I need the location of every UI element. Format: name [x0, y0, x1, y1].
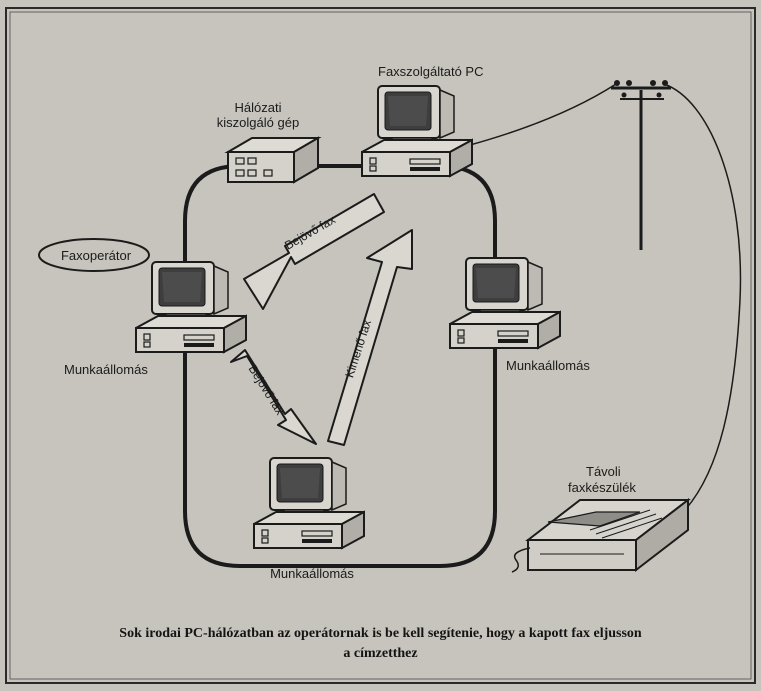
- remote-fax-label-line2: faxkészülék: [568, 480, 636, 495]
- fax-server-label: Faxszolgáltató PC: [378, 64, 484, 79]
- remote-fax-machine: [511, 497, 691, 573]
- outgoing-fax-arrow: Kimenő fax: [327, 229, 413, 446]
- network-server: [224, 136, 322, 184]
- caption-line-2: a címzetthez: [343, 646, 418, 661]
- phone-line-to-remote-fax: [663, 83, 742, 511]
- remote-fax-label-line1: Távoli: [586, 464, 621, 479]
- workstation-right-label: Munkaállomás: [506, 358, 590, 373]
- network-server-label-line1: Hálózati: [235, 100, 282, 115]
- fax-operator-label: Faxoperátor: [61, 248, 132, 263]
- workstation-bottom-label: Munkaállomás: [270, 566, 354, 581]
- network-server-label-line2: kiszolgáló gép: [217, 115, 299, 130]
- figure-caption: Sok irodai PC-hálózatban az operátornak …: [20, 624, 741, 664]
- fax-operator-bubble: [38, 238, 150, 272]
- telephone-pole: [611, 80, 671, 250]
- caption-line-1: Sok irodai PC-hálózatban az operátornak …: [119, 626, 642, 641]
- figure-frame: [5, 7, 756, 684]
- phone-line-to-fax-server: [469, 83, 617, 146]
- workstation-left-label: Munkaállomás: [64, 362, 148, 377]
- network-ring: [183, 164, 497, 568]
